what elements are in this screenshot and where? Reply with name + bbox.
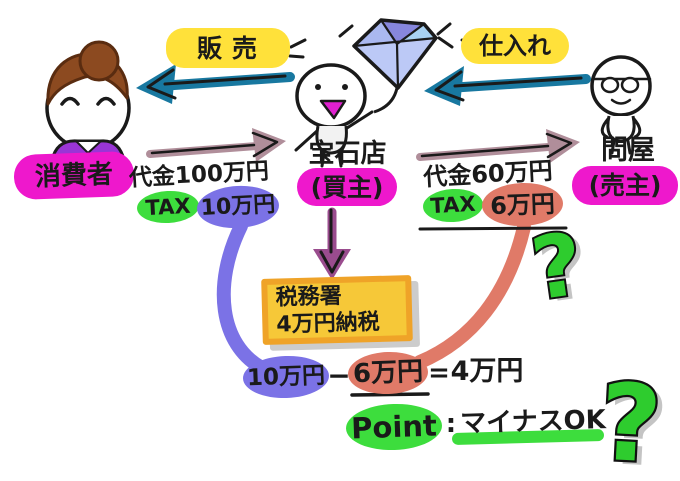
purchase-label: 仕入れ xyxy=(461,28,569,64)
subtrahend-underline xyxy=(350,392,430,397)
point-note: マイナスOK xyxy=(459,405,607,439)
wholesaler-label: 問屋 xyxy=(601,134,655,166)
jewelry-store-figure xyxy=(294,63,399,168)
formula-equals: = xyxy=(428,358,450,388)
payment-arrow-left-icon xyxy=(146,128,286,162)
tax-office-name: 税務署 xyxy=(275,283,342,311)
formula-result: 4万円 xyxy=(450,355,524,387)
jewelry-store-label: 宝石店 xyxy=(308,139,387,169)
svg-text:?: ? xyxy=(603,365,671,481)
wholesaler-figure xyxy=(590,55,652,155)
point-colon: : xyxy=(445,409,457,439)
tax-flow-curve-left xyxy=(216,219,269,375)
question-mark-small-icon: ? ? xyxy=(524,212,596,323)
sale-label: 販売 xyxy=(166,28,290,68)
tax-underline xyxy=(418,226,568,231)
sale-arrow-icon xyxy=(136,64,295,104)
consumer-label: 消費者 xyxy=(13,150,135,201)
note-underline xyxy=(452,429,604,445)
jewelry-store-role-badge: (買主) xyxy=(297,168,397,206)
diamond-icon xyxy=(352,18,438,90)
formula-minus: − xyxy=(327,359,351,392)
svg-text:?: ? xyxy=(597,361,665,481)
purchase-arrow-icon xyxy=(424,66,591,106)
payment-arrow-right-icon xyxy=(416,129,580,163)
tax-office-payment: 4万円納税 xyxy=(276,309,380,338)
wholesaler-role-badge: (売主) xyxy=(572,166,678,205)
tax-office-box: 税務署 4万円納税 xyxy=(261,275,413,345)
question-mark-large-icon: ? ? xyxy=(594,358,671,481)
consumer-figure xyxy=(45,40,131,162)
tax-payment-arrow-icon xyxy=(313,207,351,280)
tax-flow-curve-right xyxy=(413,220,531,369)
